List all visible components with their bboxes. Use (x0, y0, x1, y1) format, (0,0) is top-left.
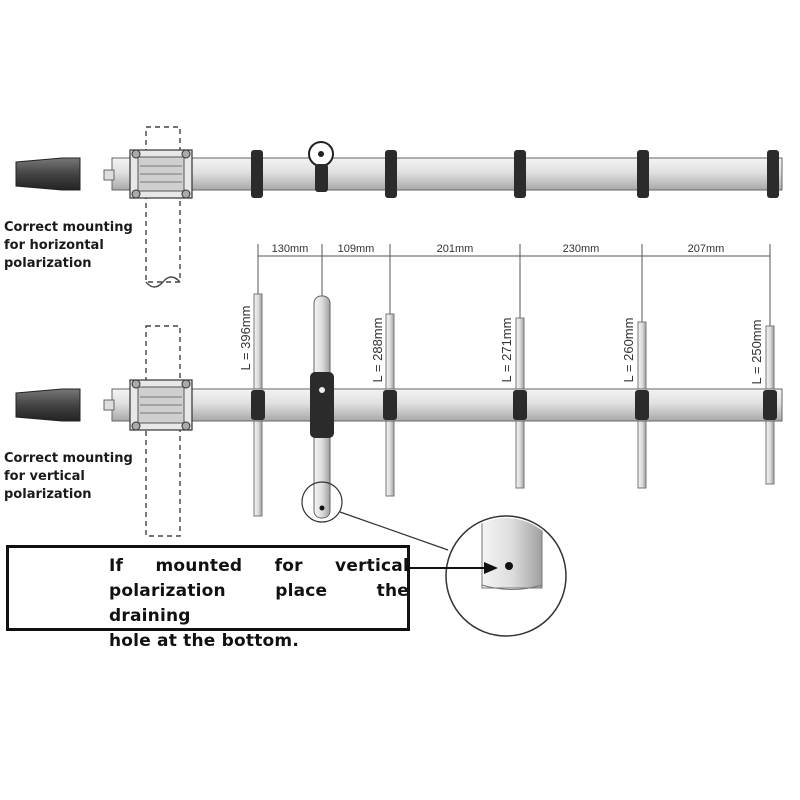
vertical-mounting-label: Correct mounting for vertical polarizati… (4, 451, 133, 502)
horizontal-mounting-label: Correct mounting for horizontal polariza… (4, 220, 133, 271)
element-length-label: L = 260mm (621, 318, 636, 383)
end-cap-top (15, 157, 81, 191)
warning-text: If mounted for vertical polarization pla… (109, 554, 409, 654)
spacing-label: 207mm (688, 243, 725, 255)
mount-clamp-top (129, 149, 193, 199)
vertical-antenna (15, 293, 783, 537)
zoom-leader-line (339, 511, 449, 551)
spacing-label: 109mm (338, 243, 375, 255)
spacing-label: 130mm (272, 243, 309, 255)
element-length-labels: L = 396mm L = 288mm L = 271mm L = 260mm … (238, 306, 764, 385)
element-length-label: L = 271mm (499, 318, 514, 383)
element-clips-bottom (251, 372, 777, 438)
warning-arrow (410, 562, 498, 574)
element-clips-top (251, 150, 779, 198)
element-length-label: L = 396mm (238, 306, 253, 371)
spacing-label: 230mm (563, 243, 600, 255)
drain-hole-marker (301, 481, 343, 523)
element-length-label: L = 288mm (370, 318, 385, 383)
boom-bottom (111, 388, 783, 422)
boom-top (111, 157, 783, 191)
dipole-feed-top (308, 141, 334, 192)
mast-bottom (145, 325, 181, 537)
mount-clamp-bottom (129, 379, 193, 431)
warning-line-1: If mounted for vertical (109, 556, 409, 576)
element-length-label: L = 250mm (749, 320, 764, 385)
warning-line-3: hole at the bottom. (109, 631, 300, 651)
spacing-label: 201mm (437, 243, 474, 255)
warning-line-2: polarization place the draining (109, 581, 409, 626)
warning-box: If mounted for vertical polarization pla… (6, 545, 410, 651)
horizontal-antenna (15, 126, 783, 288)
drain-hole-zoom (445, 515, 567, 637)
mast-top (145, 126, 181, 288)
end-cap-bottom (15, 388, 81, 422)
dimension-lines (257, 244, 771, 330)
spacing-labels: 130mm 109mm 201mm 230mm 207mm (272, 243, 725, 255)
